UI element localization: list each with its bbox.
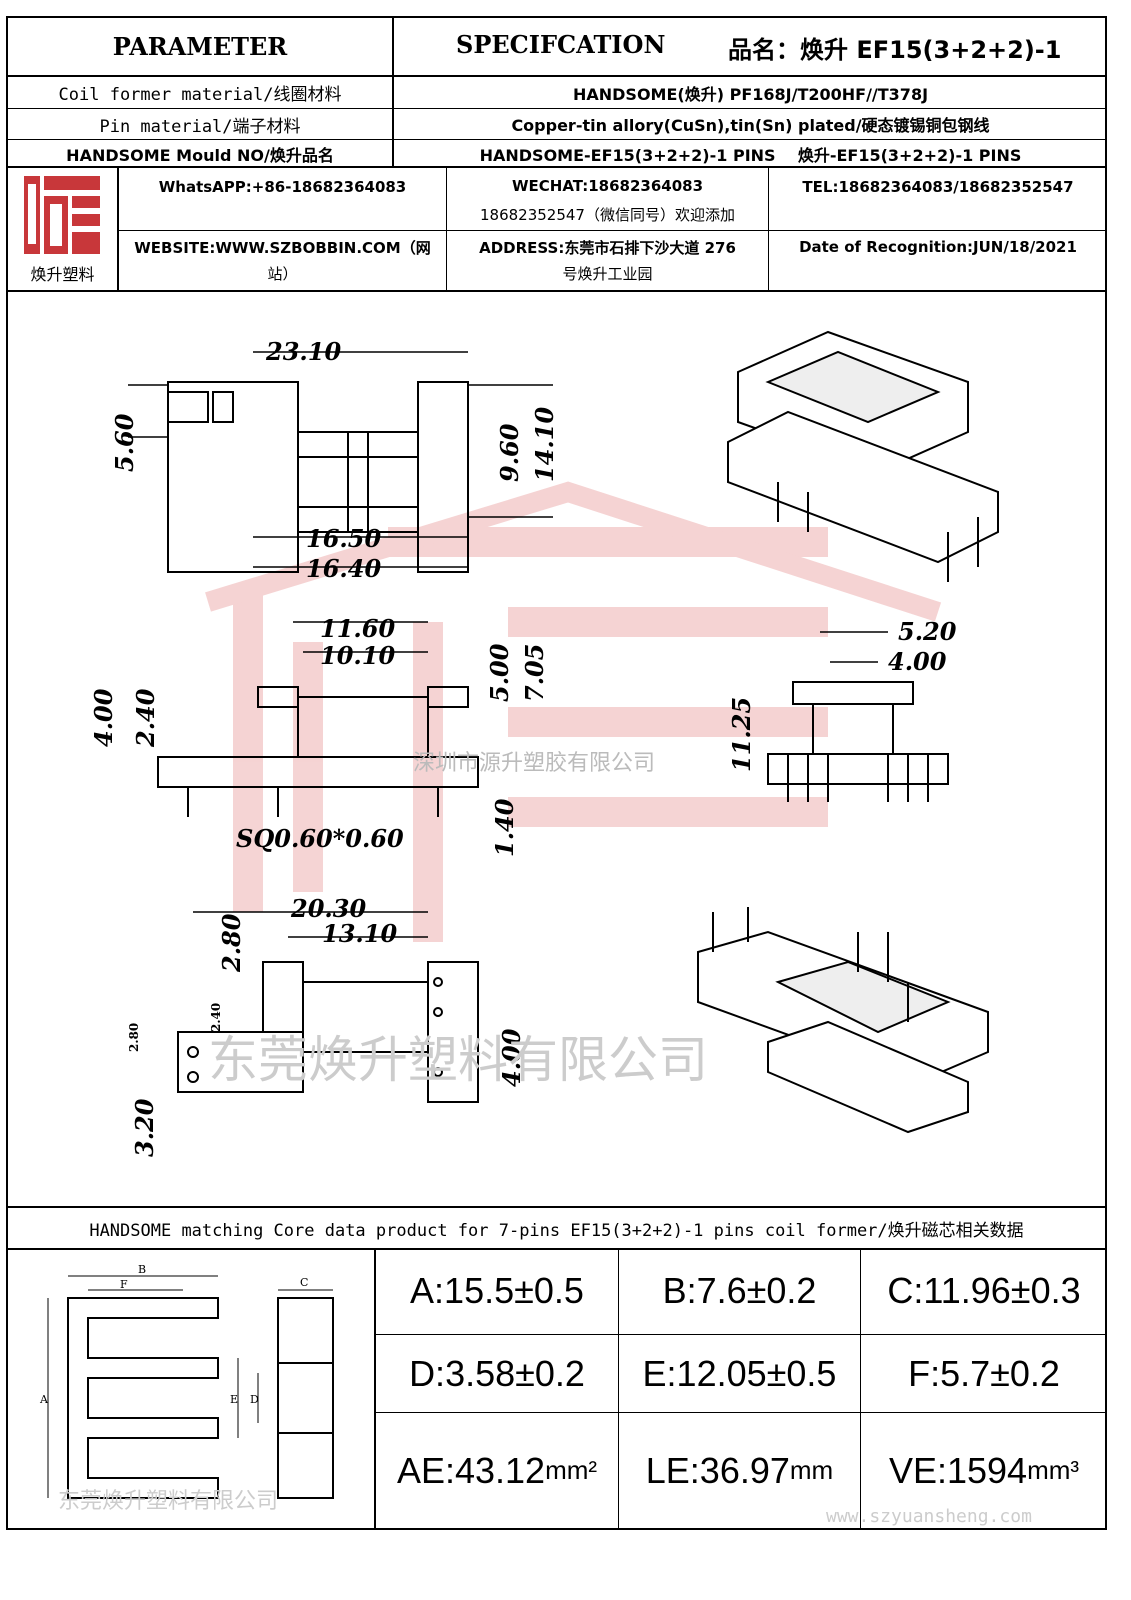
side-view bbox=[157, 621, 479, 817]
dim-s: 2.80 bbox=[217, 913, 246, 973]
watermark-shenzhen: 深圳市源升塑胶有限公司 bbox=[413, 751, 655, 776]
core-ae-unit: mm² bbox=[545, 1455, 598, 1485]
core-diagram: B F C A E D 东莞焕升塑料有限公司 bbox=[39, 1263, 334, 1514]
core-label-a: A bbox=[39, 1393, 49, 1406]
parameter-heading: PARAMETER bbox=[112, 32, 288, 61]
core-ve-value: VE:1594 bbox=[888, 1449, 1028, 1491]
isometric-view-top bbox=[727, 330, 999, 582]
core-diagram-cell: B F C A E D 东莞焕升塑料有限公司 bbox=[6, 1248, 376, 1530]
dim-b: 5.60 bbox=[110, 413, 139, 472]
company-info: 焕升塑料 WhatsAPP:+86-18682364083 WECHAT:186… bbox=[6, 166, 1107, 292]
header-table: PARAMETER SPECIFCATION 品名：焕升 EF15(3+2+2)… bbox=[6, 16, 1107, 168]
core-ae-value: AE:43.12 bbox=[396, 1449, 546, 1491]
core-f: F:5.7±0.2 bbox=[908, 1352, 1060, 1394]
site-watermark: www.szyuansheng.com bbox=[826, 1506, 1032, 1527]
dim-d: 14.10 bbox=[530, 407, 559, 482]
bottom-view bbox=[177, 911, 479, 1103]
dim-t2: 3.20 bbox=[130, 1098, 159, 1157]
dim-i: 4.00 bbox=[89, 688, 118, 747]
coil-material-label: Coil former material/线圈材料 bbox=[58, 85, 342, 105]
dim-u: 4.00 bbox=[497, 1028, 526, 1087]
core-c: C:11.96±0.3 bbox=[887, 1270, 1081, 1311]
mould-no-value: HANDSOME-EF15(3+2+2)-1 PINS 焕升-EF15(3+2+… bbox=[479, 146, 1022, 165]
coil-material-value: HANDSOME(焕升) PF168J/T200HF//T378J bbox=[572, 84, 929, 104]
front-view bbox=[767, 631, 949, 802]
core-label-b: B bbox=[138, 1263, 146, 1276]
dim-g: 11.60 bbox=[320, 614, 395, 643]
core-label-f: F bbox=[120, 1278, 128, 1291]
core-a: A:15.5±0.5 bbox=[410, 1270, 584, 1311]
watermark-dongguan: 东莞焕升塑料有限公司 bbox=[208, 1031, 708, 1089]
core-watermark: 东莞焕升塑料有限公司 bbox=[58, 1489, 278, 1514]
dim-o: 4.00 bbox=[888, 647, 947, 676]
dim-n: 5.20 bbox=[898, 617, 957, 646]
dim-t: 2.80 bbox=[127, 1023, 141, 1052]
mould-no-label: HANDSOME Mould NO/焕升品名 bbox=[66, 146, 334, 165]
wechat-line2: 18682352547（微信同号）欢迎添加 bbox=[480, 205, 735, 224]
logo-icon bbox=[24, 176, 100, 254]
pin-material-label: Pin material/端子材料 bbox=[99, 116, 301, 137]
core-label-d: D bbox=[250, 1393, 259, 1406]
dim-e: 16.50 bbox=[306, 524, 381, 553]
technical-drawing: 23.10 5.60 9.60 14.10 16.50 16.40 bbox=[89, 330, 999, 1157]
dim-f: 16.40 bbox=[306, 554, 381, 583]
core-label-c: C bbox=[300, 1276, 308, 1289]
dim-c: 9.60 bbox=[495, 423, 524, 482]
telephone: TEL:18682364083/18682352547 bbox=[802, 178, 1074, 196]
company-logo bbox=[22, 174, 102, 258]
address-line2: 号焕升工业园 bbox=[562, 264, 653, 283]
drawing-area: 23.10 5.60 9.60 14.10 16.50 16.40 bbox=[6, 292, 1107, 1208]
website-line2: 站） bbox=[267, 264, 298, 283]
core-data-title: HANDSOME matching Core data product for … bbox=[6, 1206, 1107, 1250]
website-line1: WEBSITE:WWW.SZBOBBIN.COM（网 bbox=[134, 238, 431, 257]
dim-j: 2.40 bbox=[131, 688, 160, 748]
dim-l: 7.05 bbox=[520, 644, 549, 702]
pin-material-value: Copper-tin allory(CuSn),tin(Sn) plated/硬… bbox=[511, 116, 990, 135]
dim-p: 11.25 bbox=[727, 697, 756, 772]
whatsapp: WhatsAPP:+86-18682364083 bbox=[158, 178, 407, 196]
core-le-value: LE:36.97 bbox=[645, 1449, 790, 1491]
address-line1: ADDRESS:东莞市石排下沙大道 276 bbox=[479, 238, 736, 257]
product-name-value: 焕升 EF15(3+2+2)-1 bbox=[800, 36, 1062, 64]
wechat-line1: WECHAT:18682364083 bbox=[511, 177, 703, 195]
background-watermark-logo bbox=[205, 481, 942, 942]
dim-q: 20.30 bbox=[290, 894, 366, 923]
product-name-label: 品名： bbox=[728, 36, 800, 64]
dim-k: 5.00 bbox=[485, 643, 514, 702]
dim-a: 23.10 bbox=[265, 337, 341, 366]
core-values-table: A:15.5±0.5 B:7.6±0.2 C:11.96±0.3 D:3.58±… bbox=[374, 1248, 1107, 1530]
top-view bbox=[128, 351, 553, 573]
logo-caption: 焕升塑料 bbox=[30, 265, 95, 284]
isometric-view-bottom bbox=[697, 907, 989, 1134]
core-ve-unit: mm³ bbox=[1027, 1455, 1080, 1485]
core-le-unit: mm bbox=[789, 1455, 834, 1485]
recognition-date: Date of Recognition:JUN/18/2021 bbox=[799, 238, 1077, 256]
dim-m: SQ0.60*0.60 bbox=[236, 824, 404, 853]
dim-r: 13.10 bbox=[322, 919, 397, 948]
core-e: E:12.05±0.5 bbox=[642, 1352, 837, 1394]
core-label-e: E bbox=[230, 1393, 238, 1406]
specification-heading: SPECIFCATION bbox=[456, 30, 666, 59]
product-name: 品名：焕升 EF15(3+2+2)-1 bbox=[728, 30, 1061, 65]
core-b: B:7.6±0.2 bbox=[662, 1270, 817, 1311]
dim-m2: 1.40 bbox=[490, 798, 519, 857]
core-d: D:3.58±0.2 bbox=[409, 1352, 585, 1394]
dim-h: 10.10 bbox=[320, 641, 395, 670]
dim-s2: 2.40 bbox=[209, 1003, 223, 1032]
